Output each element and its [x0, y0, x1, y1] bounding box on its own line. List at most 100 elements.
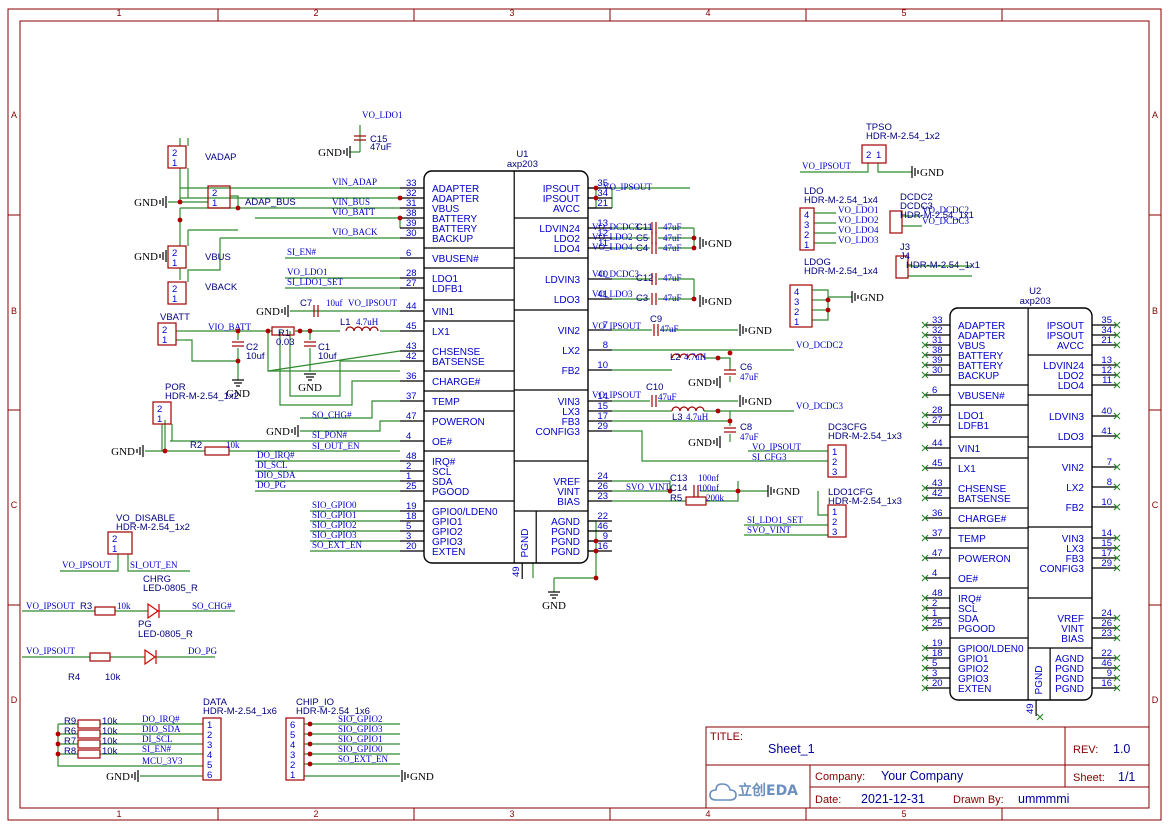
ic-pin-number: 35 [597, 178, 608, 189]
ic-pin-name: GPIO2 [432, 527, 463, 538]
c5-value: 47uF [663, 233, 682, 243]
ic-pin-number: 24 [1101, 608, 1112, 619]
j3-value: HDR-M-2.54_1x1 [906, 260, 980, 271]
header-pin-number: 3 [290, 750, 295, 761]
net-label-si-pon: SI_PON# [312, 430, 348, 440]
wire [800, 163, 869, 173]
ic-pin-name: PGND [1055, 674, 1084, 685]
c6-value: 47uF [740, 372, 759, 382]
header-pin-number: 2 [172, 248, 177, 259]
ic-pin-name: AGND [551, 517, 580, 528]
wire [612, 430, 828, 462]
ic-pgnd-label: PGND [1034, 666, 1045, 695]
ic-pin-number: 3 [406, 531, 411, 542]
header-pin-number: 1 [290, 770, 295, 781]
ic-pin-number: 34 [597, 188, 608, 199]
ic-pin-number: 39 [406, 218, 417, 229]
gnd-label: GND [708, 296, 732, 308]
ic-pin-number: 20 [932, 678, 943, 689]
ic-pin-number: 15 [1101, 538, 1112, 549]
junction-dot [307, 761, 313, 767]
resistor-icon [77, 739, 101, 749]
ic-pin-number: 6 [406, 248, 411, 259]
net-label-ldo-pin: VO_LDO2 [838, 215, 879, 225]
header-pin-number: 1 [207, 720, 212, 731]
ic-pin-number: 46 [1101, 658, 1112, 669]
frame-col-label: 1 [116, 809, 121, 819]
ic-pin-name: IRQ# [958, 594, 982, 605]
por-ref: POR [165, 382, 186, 393]
u2-ic [926, 307, 1116, 716]
ic-pin-number: 28 [932, 405, 943, 416]
header-pin-number: 1 [172, 158, 177, 169]
net-label-si-out-en-2: SI_OUT_EN [130, 560, 178, 570]
ic-pin-number: 26 [1101, 618, 1112, 629]
dcdc3-ref: DCDC3 [900, 201, 933, 212]
no-connect-icon [1113, 674, 1121, 682]
ic-pin-name: LDO2 [554, 234, 581, 245]
ic-pin-name: OE# [958, 574, 978, 585]
no-connect-icon [1113, 361, 1121, 369]
junction-dot [162, 448, 168, 454]
header-pin-number: 4 [804, 210, 809, 221]
net-label-data: DI_SCL [142, 734, 173, 744]
net-label-chip-io: SIO_GPIO2 [338, 714, 383, 724]
junction-dot [307, 328, 313, 334]
ic-pin-name: PGOOD [958, 624, 995, 635]
frame-row-label: A [1152, 110, 1158, 120]
ic-pin-name: IRQ# [432, 457, 456, 468]
net-label-vo-ipsout-tpso: VO_IPSOUT [802, 161, 852, 171]
sheet-value: 1/1 [1118, 770, 1135, 784]
header-pin-number: 2 [112, 534, 117, 545]
pullup-ref: R8 [64, 746, 76, 757]
ic-pin-name: GPIO1 [432, 517, 463, 528]
frame-col-label: 4 [705, 8, 710, 18]
junction-dot [177, 199, 183, 205]
ic-pin-name: LDO3 [1058, 432, 1085, 443]
ic-pin-name: ADAPTER [958, 331, 1005, 342]
header-pin-number: 2 [207, 730, 212, 741]
data-header [202, 717, 222, 781]
junction-dot [667, 488, 673, 494]
net-label-si-out-en: SI_OUT_EN [312, 441, 360, 451]
adap-bus-ref: ADAP_BUS [245, 197, 296, 208]
header-pin-number: 1 [162, 335, 167, 346]
header-pin-number: 1 [112, 544, 117, 555]
header-pin-number: 5 [290, 730, 295, 741]
net-label-dc3cfg-ipsout: VO_IPSOUT [752, 442, 802, 452]
ic-pin-number: 46 [597, 521, 608, 532]
ic-pin-number: 37 [406, 391, 417, 402]
date-value: 2021-12-31 [861, 792, 925, 806]
ic-pin-name: AVCC [553, 204, 580, 215]
gnd-label: GND [776, 486, 800, 498]
ic-pin-name: POWERON [432, 417, 485, 428]
no-connect-icon [921, 331, 929, 339]
resistor-icon [94, 606, 116, 616]
wire [817, 491, 828, 516]
header-pin-number: 1 [832, 447, 837, 458]
ic-pin-name: EXTEN [958, 684, 991, 695]
por-value: HDR-M-2.54_1x2 [165, 391, 239, 402]
junction-dot [593, 538, 599, 544]
company-value: Your Company [881, 769, 964, 783]
ic-pin-number: 45 [406, 321, 417, 332]
ic-pin-number: 14 [1101, 528, 1112, 539]
company-label: Company: [815, 771, 865, 783]
junction-dot [691, 235, 697, 241]
no-connect-icon [921, 554, 929, 562]
gnd-label: GND [410, 771, 434, 783]
ic-pin-number: 39 [932, 355, 943, 366]
no-connect-icon [921, 684, 929, 692]
ic-pin-name: PGND [1055, 684, 1084, 695]
ldo-header [799, 207, 815, 251]
header-pin-number: 4 [207, 750, 212, 761]
ic-pin-name: IPSOUT [543, 194, 580, 205]
ic-pin-number: 38 [406, 208, 417, 219]
frame-row-label: B [1152, 306, 1158, 316]
drawn-by-label: Drawn By: [953, 794, 1004, 806]
net-label-vo-ipsout-vin3: VO_IPSOUT [592, 390, 642, 400]
ic-pin-number: 40 [597, 269, 608, 280]
net-label-ldo: VO_LDO4 [592, 242, 633, 252]
no-connect-icon [921, 624, 929, 632]
header-pin-number: 3 [832, 467, 837, 478]
